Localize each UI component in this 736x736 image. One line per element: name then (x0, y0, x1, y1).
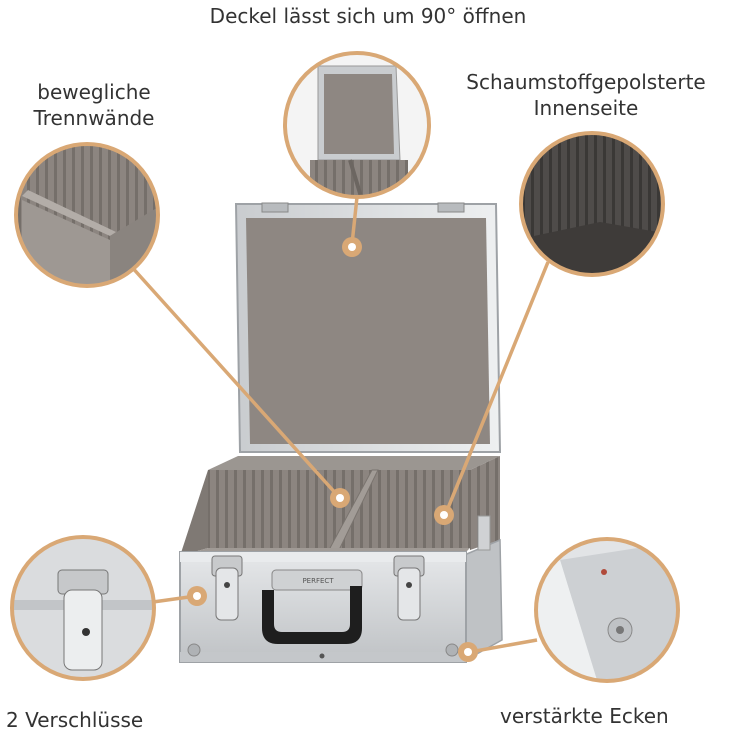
label-dividers-line1: bewegliche (37, 80, 151, 104)
detail-dividers (14, 142, 160, 288)
detail-foam-interior (519, 131, 665, 277)
case-lid (234, 202, 502, 453)
label-lid-opening: Deckel lässt sich um 90° öffnen (209, 4, 527, 28)
case-handle: PERFECT (262, 569, 363, 644)
latch-right (393, 555, 425, 621)
label-foam-line1: Schaumstoffgepolsterte (466, 70, 706, 94)
label-corners: verstärkte Ecken (500, 704, 669, 728)
case-body: PERFECT (179, 456, 503, 663)
label-foam-line2: Innenseite (533, 96, 639, 120)
detail-reinforced-corners (534, 537, 680, 683)
latch-left (211, 555, 243, 621)
detail-lid-90-degrees (283, 51, 431, 199)
detail-latches (10, 535, 156, 681)
connector-dots (187, 237, 478, 662)
handle-brand: PERFECT (302, 577, 334, 585)
label-dividers-line2: Trennwände (33, 106, 155, 130)
label-latches: 2 Verschlüsse (6, 708, 144, 732)
